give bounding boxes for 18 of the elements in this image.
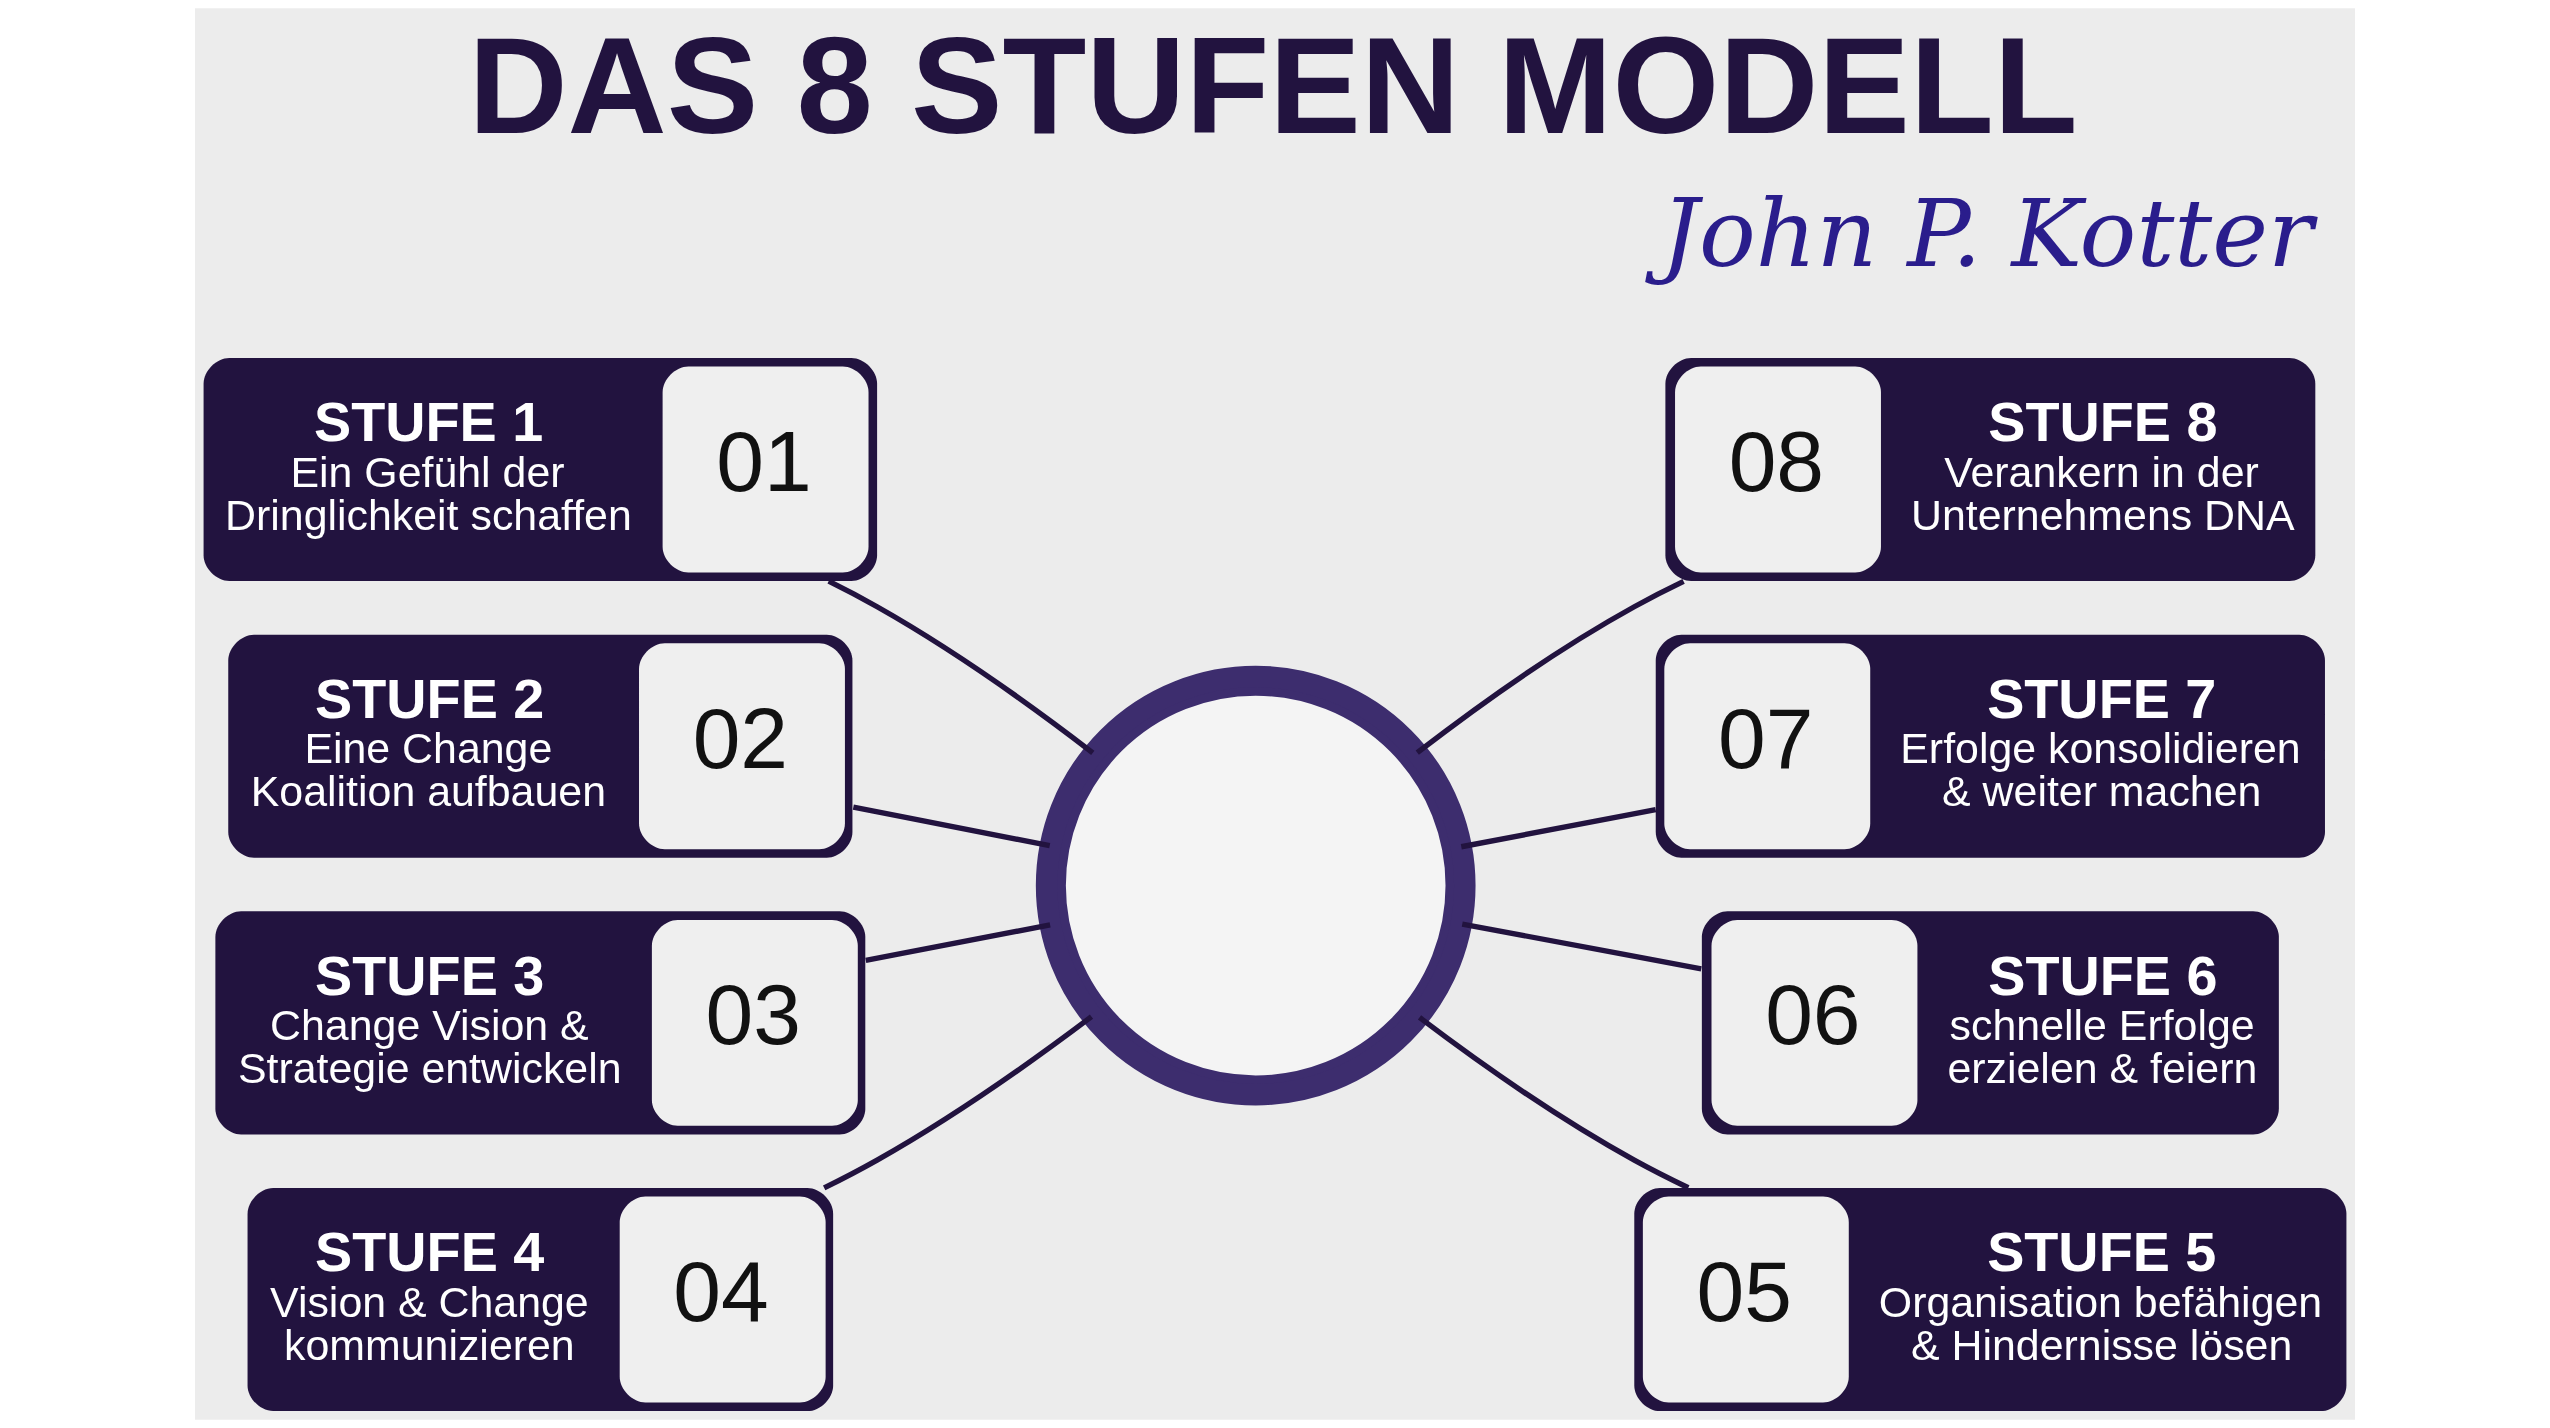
node-box: 06 STUFE 6 schnelle Erfolge erzielen & feiern	[1701, 911, 2279, 1135]
diagram-title: DAS 8 STUFEN MODELL	[468, 9, 2078, 163]
node-box: STUFE 3 Change Vision & Strategie entwickeln 03	[215, 911, 866, 1135]
connector	[1415, 579, 1685, 755]
node-box: 05 STUFE 5 Organisation befähigen & Hindernisse lösen	[1634, 1188, 2347, 1412]
connector	[865, 922, 1051, 964]
connector	[822, 1014, 1094, 1191]
connector	[1461, 921, 1702, 972]
connector	[1460, 807, 1657, 850]
node-box: 08 STUFE 8 Verankern in der Unternehmens DNA	[1665, 357, 2316, 581]
connector	[827, 578, 1095, 755]
node-box: STUFE 2 Eine Change Koalition aufbauen 02	[228, 634, 853, 858]
connector	[852, 804, 1051, 849]
connector	[1417, 1015, 1690, 1191]
node-box: STUFE 4 Vision & Change kommunizieren 04	[247, 1188, 834, 1412]
node-circle	[1035, 665, 1476, 1106]
node-box: 07 STUFE 7 Erfolge konsolidieren & weiter machen	[1655, 634, 2325, 858]
node-box: STUFE 1 Ein Gefühl der Dringlichkeit schaffen 01	[203, 357, 878, 581]
